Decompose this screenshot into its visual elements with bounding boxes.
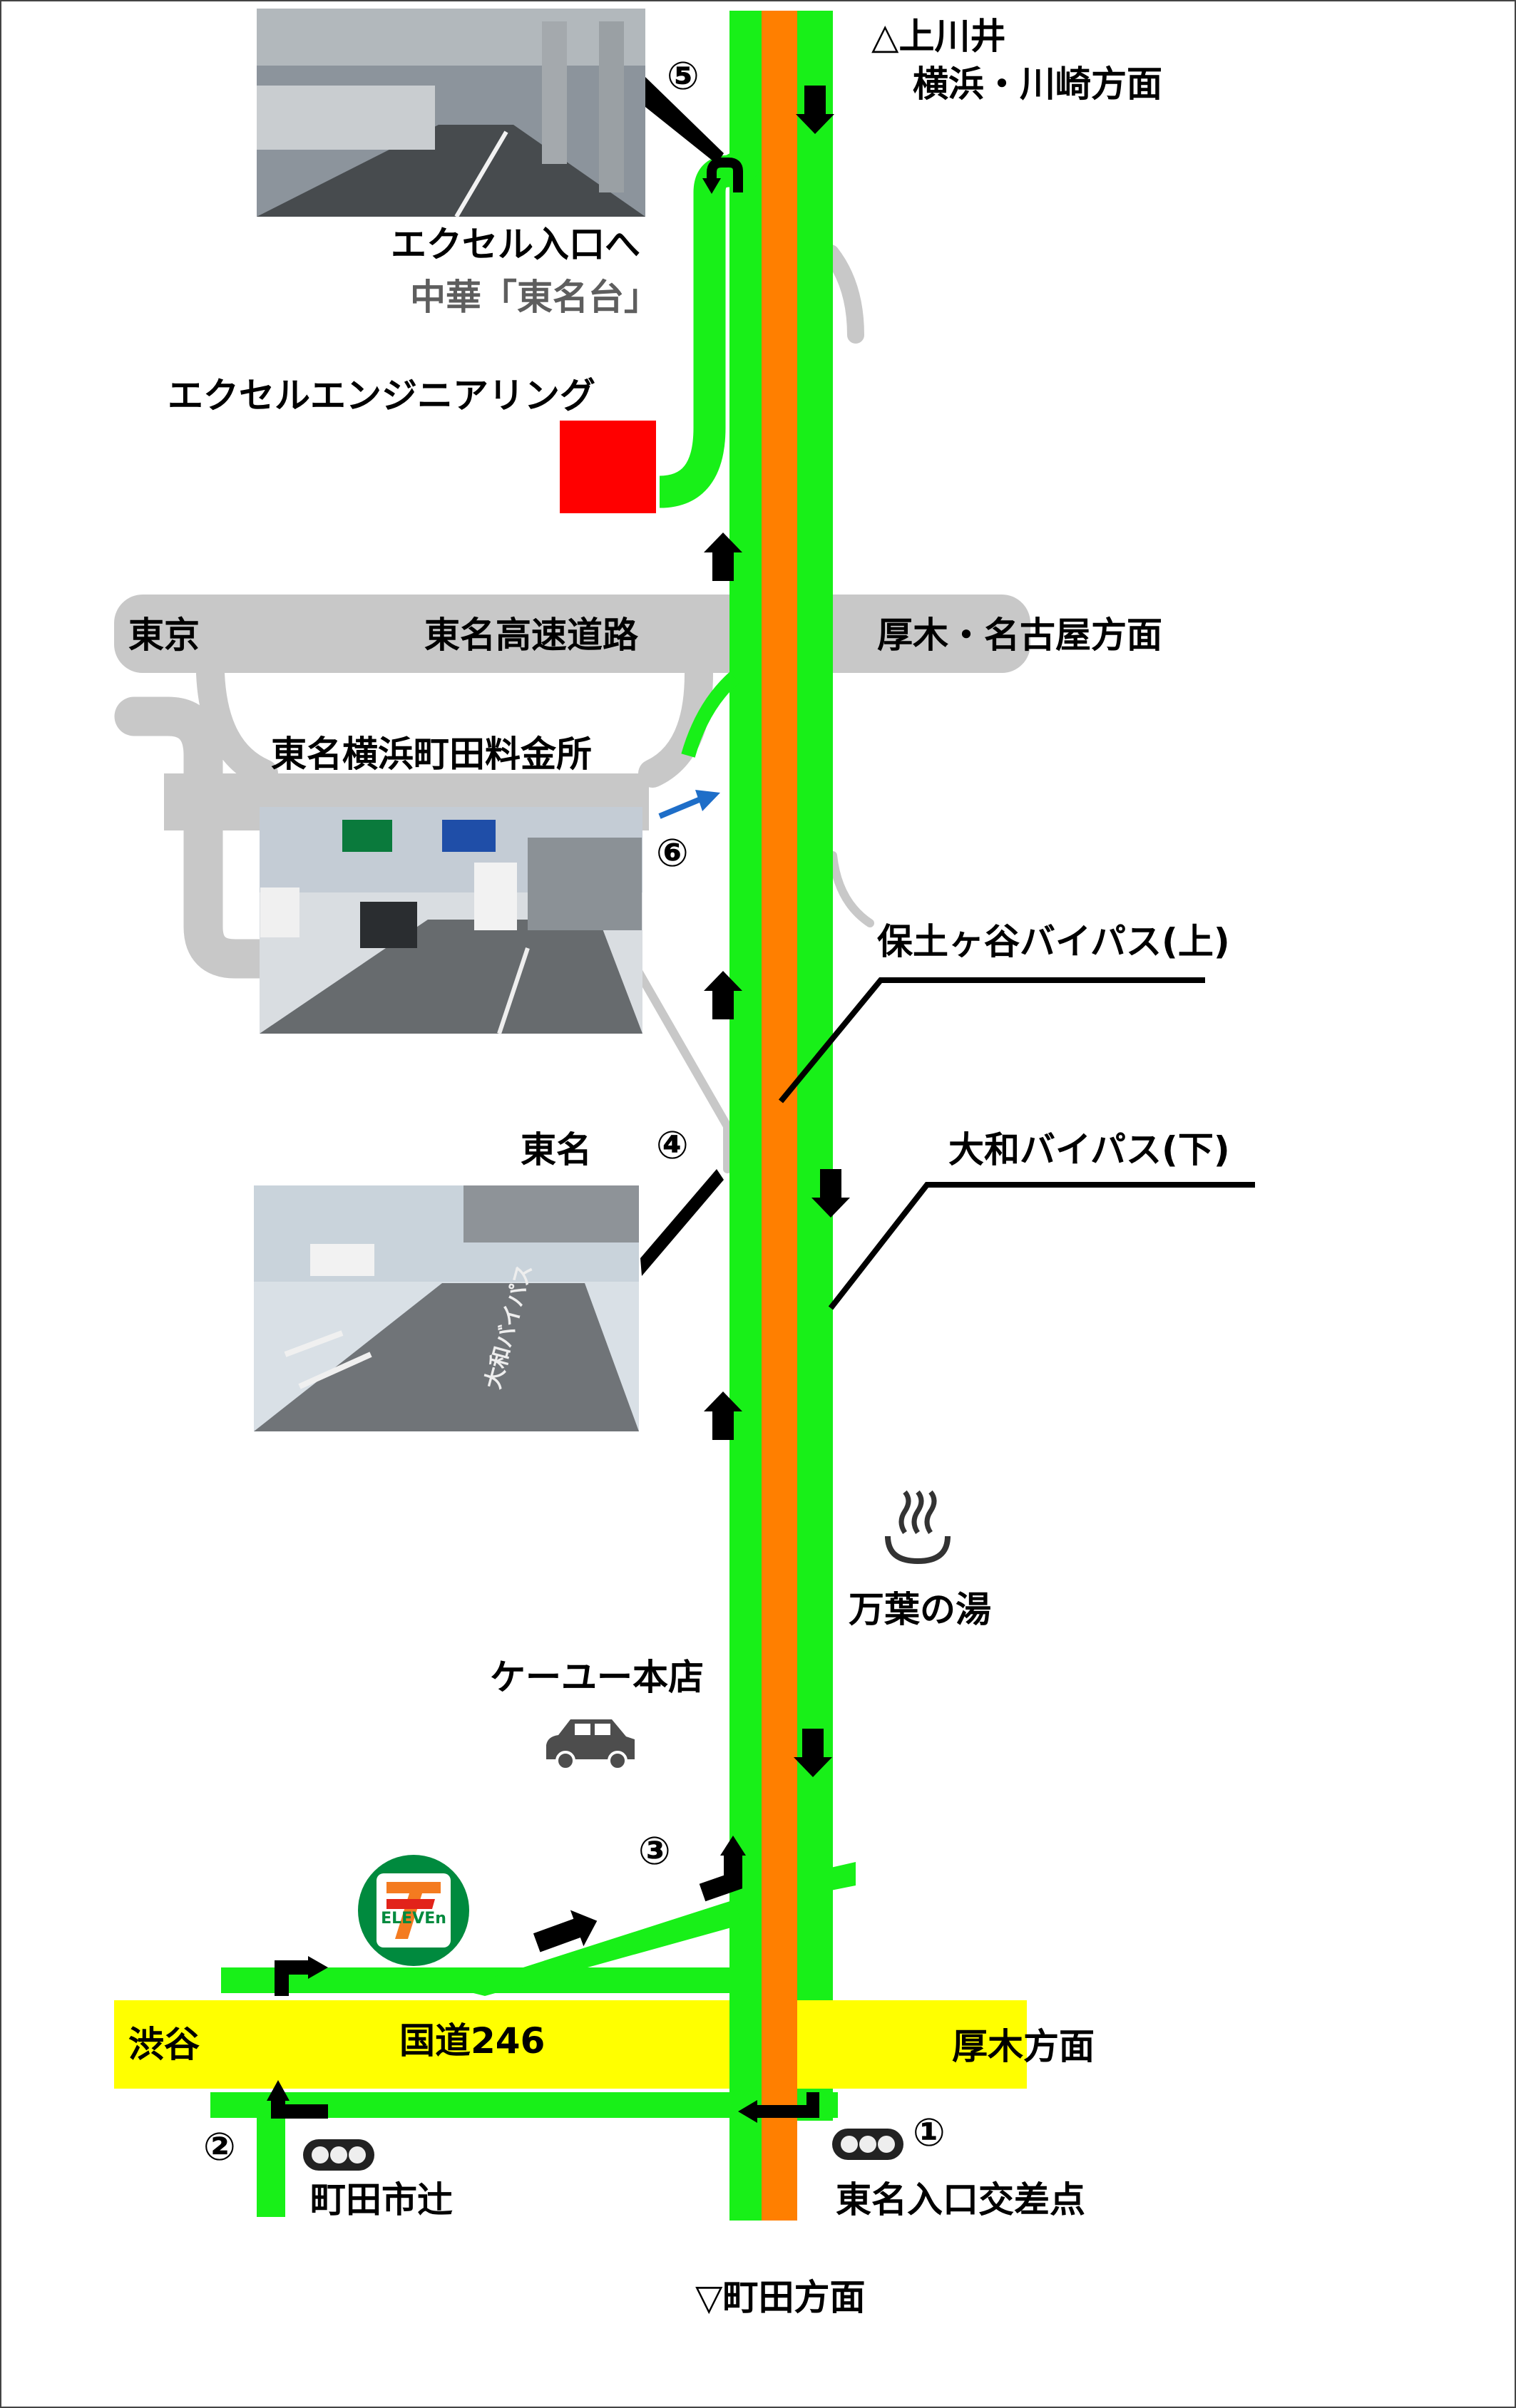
arrow-blue-6 — [658, 790, 720, 819]
bypass-median — [762, 11, 797, 2221]
manyo-no-yu-label: 万葉の湯 — [849, 1589, 991, 1630]
atsugi-direction-label: 厚木方面 — [952, 2026, 1095, 2067]
hodogaya-bypass-label: 保土ヶ谷バイパス(上) — [877, 921, 1230, 962]
seven-eleven-text: ELEVEn — [381, 1910, 446, 1928]
excel-entrance-label: エクセル入口へ — [391, 224, 640, 265]
uturn-arrow — [707, 158, 743, 192]
tomei-entrance-intersection-label: 東名入口交差点 — [836, 2179, 1085, 2221]
expressway-ramp-east — [822, 245, 874, 927]
excel-engineering-label: エクセルエンジニアリング — [168, 375, 595, 416]
traffic-light-icon — [303, 2139, 374, 2171]
marker-2: ② — [203, 2124, 236, 2169]
tokyo-label: 東京 — [128, 614, 200, 656]
tomei-expressway-label: 東名高速道路 — [424, 614, 639, 656]
road-uturn-excel — [658, 155, 731, 508]
photo-6-tollgate-signs — [260, 807, 642, 1034]
photo-5-pointer — [645, 77, 724, 164]
road-tollgate-ramp — [681, 672, 739, 758]
road-network — [210, 11, 856, 2221]
turn-arrow-seven — [275, 1960, 312, 1996]
shibuya-label: 渋谷 — [128, 2024, 200, 2065]
traffic-light-icon — [832, 2129, 903, 2160]
photo-5-overpass — [257, 9, 645, 218]
route-246 — [114, 2000, 1027, 2089]
turn-arrow-1 — [756, 2092, 819, 2118]
marker-4: ④ — [656, 1123, 689, 1168]
photo-4-pointer — [640, 1169, 724, 1276]
photo-4-tomei-split: 大和バイパス — [254, 1185, 639, 1431]
turn-arrow-3 — [699, 1853, 742, 1902]
callout-yamato — [828, 1182, 1255, 1310]
hot-spring-icon — [885, 1490, 951, 1565]
yamato-bypass-label: 大和バイパス(下) — [948, 1129, 1230, 1170]
north-direction-label: △上川井 — [871, 16, 1005, 57]
marker-3: ③ — [638, 1828, 671, 1873]
marker-5: ⑤ — [667, 53, 700, 98]
chuka-tomeidai-label: 中華「東名台」 — [410, 277, 660, 318]
south-direction-label: ▽町田方面 — [695, 2277, 865, 2318]
machida-ichitsuji-label: 町田市辻 — [310, 2179, 453, 2221]
keiyu-honten-label: ケーユー本店 — [490, 1657, 704, 1698]
atsugi-nagoya-label: 厚木・名古屋方面 — [877, 614, 1162, 656]
marker-1: ① — [913, 2110, 946, 2155]
tomei-label: 東名 — [521, 1129, 592, 1170]
callout-hodogaya — [778, 977, 1205, 1103]
turn-arrow-2 — [271, 2099, 328, 2119]
arrow-diagonal — [533, 1910, 598, 1952]
road-east-lane — [797, 11, 833, 2121]
road-keiyu-diagonal — [456, 1900, 742, 1996]
tollgate-label: 東名横浜町田料金所 — [271, 734, 592, 775]
marker-6: ⑥ — [656, 830, 689, 875]
north-direction-sub-label: 横浜・川崎方面 — [913, 63, 1162, 105]
route-246-label: 国道246 — [399, 2020, 545, 2062]
road-east-stub — [831, 1862, 856, 1890]
excel-engineering-marker — [560, 421, 656, 513]
car-icon — [546, 1719, 635, 1771]
seven-eleven-logo: ELEVEn — [358, 1855, 469, 1966]
